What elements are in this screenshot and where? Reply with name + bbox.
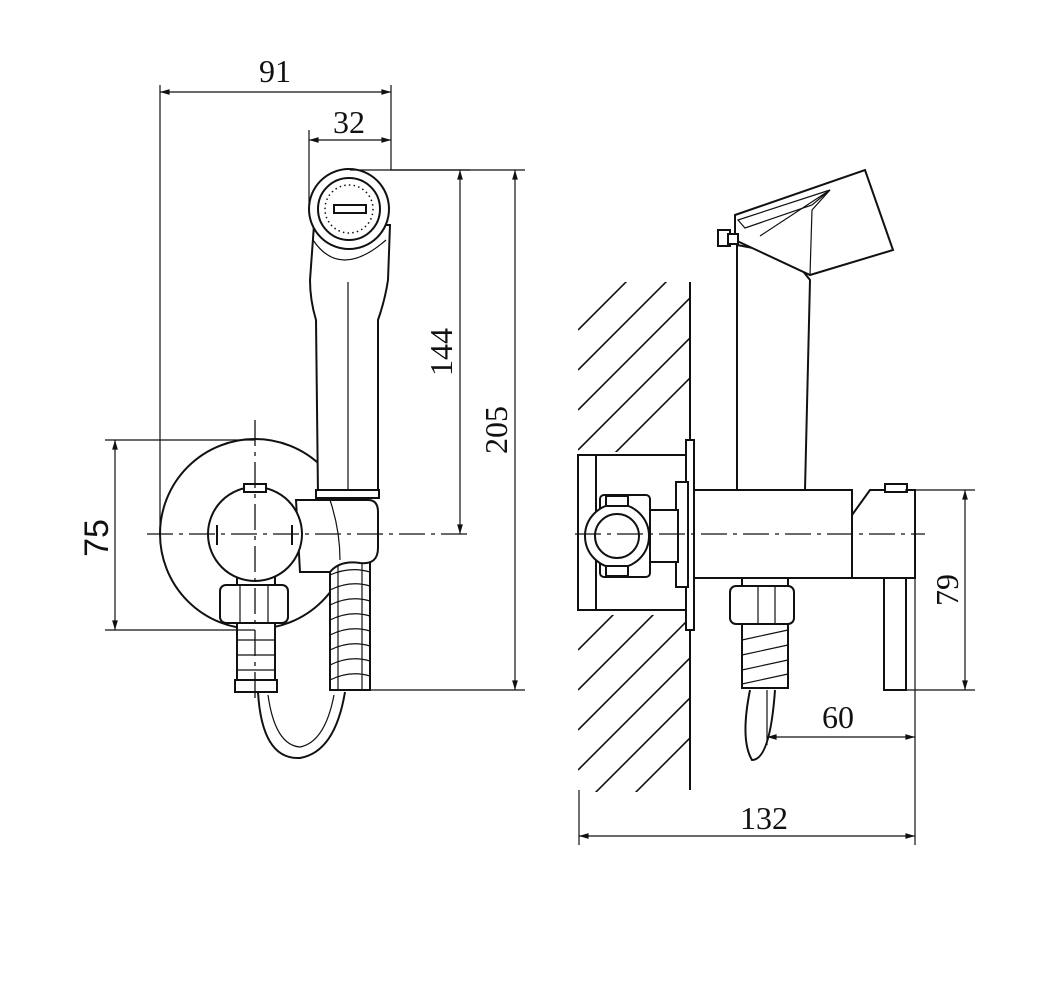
dim-91: 91 bbox=[259, 53, 291, 89]
hose-loop bbox=[257, 691, 346, 760]
dim-60: 60 bbox=[822, 699, 854, 735]
hose-right bbox=[329, 561, 371, 691]
side-view bbox=[575, 168, 925, 792]
side-dimensions: 79 60 132 bbox=[578, 489, 975, 845]
side-hand-shower bbox=[717, 168, 895, 491]
dim-32: 32 bbox=[333, 104, 365, 140]
front-view bbox=[147, 168, 470, 760]
dim-79: 79 bbox=[929, 574, 965, 606]
front-dimensions: 91 32 144 205 75 bbox=[78, 53, 525, 691]
lever-handle bbox=[883, 577, 907, 691]
hand-shower bbox=[308, 168, 392, 499]
inlet-fitting bbox=[219, 574, 289, 693]
dim-132: 132 bbox=[740, 800, 788, 836]
dim-144: 144 bbox=[423, 328, 459, 376]
dim-205: 205 bbox=[478, 406, 514, 454]
dim-75: 75 bbox=[78, 519, 116, 557]
side-outlet bbox=[729, 577, 795, 762]
holder-bracket bbox=[294, 499, 379, 573]
